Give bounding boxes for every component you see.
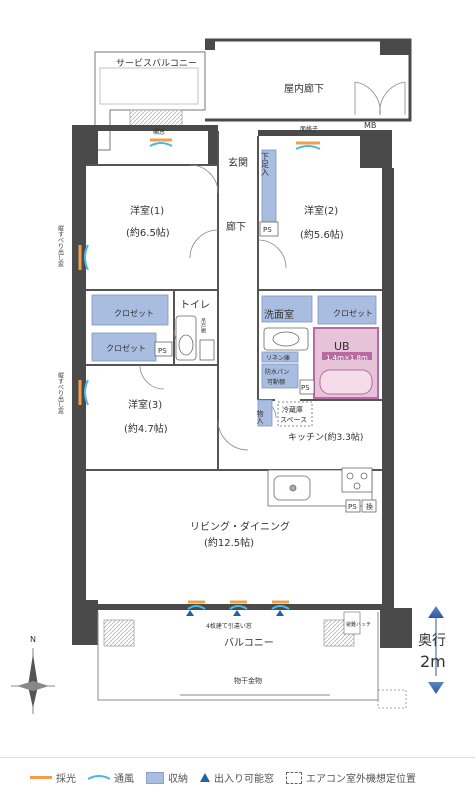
washer-pan-label-2: 可動棚 bbox=[267, 378, 285, 386]
ps-label-2: PS bbox=[158, 347, 167, 355]
laundry-hanger-label: 物干金物 bbox=[234, 676, 262, 685]
western2-name: 洋室(2) bbox=[304, 204, 338, 217]
legend-ventilation-label: 通風 bbox=[114, 774, 134, 785]
ub-size-label: 1.4m×1.8m bbox=[326, 354, 368, 362]
genkan-label: 玄関 bbox=[228, 156, 248, 169]
fridge-space bbox=[277, 401, 313, 427]
legend-access: 出入り可能窓 bbox=[200, 770, 274, 785]
western1-name: 洋室(1) bbox=[130, 204, 164, 217]
compass-north-label: N bbox=[30, 635, 36, 644]
closet-label-3: クロゼット bbox=[106, 343, 146, 353]
depth-label: 奥行 bbox=[418, 632, 446, 649]
storage-areas bbox=[91, 149, 377, 427]
vertical-window-label-top: 縦すべり出し窓 bbox=[57, 224, 64, 267]
storage-closet bbox=[257, 399, 273, 427]
legend: 採光 通風 収納 出入り可能窓 エアコン室外機想定位置 bbox=[0, 757, 475, 797]
ventilation-swatch-icon bbox=[88, 774, 110, 780]
storage-swatch-icon bbox=[146, 771, 164, 784]
legend-lighting-label: 採光 bbox=[56, 774, 76, 785]
access-triangle-icon bbox=[200, 773, 210, 782]
toilet-bowl bbox=[178, 334, 194, 356]
ps-label-1: PS bbox=[263, 226, 272, 234]
compass-icon bbox=[11, 648, 55, 714]
fridge-label-2: スペース bbox=[280, 416, 307, 424]
western1-size: (約6.5帖) bbox=[126, 226, 170, 239]
western3-size: (約4.7帖) bbox=[124, 422, 168, 435]
ps-box-1 bbox=[259, 221, 279, 237]
exterior-walls bbox=[72, 125, 412, 648]
closet-label-1: クロゼット bbox=[114, 308, 154, 318]
ps-box-2 bbox=[154, 341, 173, 357]
legend-lighting: 採光 bbox=[30, 770, 76, 785]
small-boxes bbox=[154, 221, 377, 513]
western3-name: 洋室(3) bbox=[128, 398, 162, 411]
wash-storage bbox=[261, 295, 313, 323]
vent-label: 換 bbox=[366, 502, 373, 511]
balcony-label: バルコニー bbox=[224, 637, 274, 649]
emergency-hatch-label: 避難ハッチ bbox=[346, 621, 371, 628]
washroom-label: 洗面室 bbox=[264, 308, 294, 321]
depth-value: 2m bbox=[420, 652, 446, 671]
toilet-shelf-label: 吊戸棚 bbox=[200, 318, 206, 334]
legend-ac: エアコン室外機想定位置 bbox=[286, 770, 416, 785]
linen-label: リネン庫 bbox=[266, 354, 290, 362]
closet-label-2: クロゼット bbox=[333, 308, 373, 318]
door-swings bbox=[139, 164, 287, 451]
closet-2 bbox=[317, 295, 377, 325]
service-balcony-ac-spot bbox=[129, 109, 183, 127]
linen-storage bbox=[261, 351, 299, 363]
face-grid-label: 面格子 bbox=[300, 125, 318, 133]
legend-access-label: 出入り可能窓 bbox=[214, 774, 274, 785]
service-balcony-label: サービスバルコニー bbox=[116, 58, 197, 69]
fridge-label-1: 冷蔵庫 bbox=[282, 405, 303, 414]
shoe-storage-label: 下足入 bbox=[261, 152, 270, 176]
legend-ac-label: エアコン室外機想定位置 bbox=[306, 774, 416, 785]
indoor-corridor-label: 屋内廊下 bbox=[284, 82, 324, 95]
closet-3 bbox=[91, 332, 157, 362]
ps-label-3: PS bbox=[301, 384, 310, 392]
unit-bath bbox=[313, 327, 379, 399]
closet-1 bbox=[91, 294, 169, 326]
indoor-corridor-area bbox=[205, 38, 412, 122]
ub-label: UB bbox=[334, 340, 350, 353]
depth-dimension bbox=[428, 606, 444, 694]
ps-box-3 bbox=[299, 379, 315, 395]
vertical-window-label-bottom: 縦すべり出し窓 bbox=[57, 371, 64, 414]
toilet-sink bbox=[199, 339, 215, 361]
toilet-label: トイレ bbox=[180, 300, 210, 311]
washer-pan bbox=[261, 363, 299, 389]
legend-ventilation: 通風 bbox=[88, 770, 134, 785]
hallway-label: 廊下 bbox=[226, 220, 246, 233]
ps-label-4: PS bbox=[348, 503, 357, 511]
washer-pan-label: 防水パン bbox=[265, 368, 289, 376]
legend-storage: 収納 bbox=[146, 770, 188, 785]
ac-unit-swatch-icon bbox=[286, 771, 302, 784]
ps-box-4 bbox=[345, 499, 361, 513]
labels: サービスバルコニー 屋内廊下 MB 欄窓 面格子 玄関 下足入 廊下 PS 洋室… bbox=[30, 58, 446, 685]
lighting-swatch-icon bbox=[30, 776, 52, 779]
storage-label: 物入 bbox=[256, 409, 264, 424]
transom-label: 欄窓 bbox=[153, 128, 165, 136]
kitchen-label: キッチン(約3.3帖) bbox=[288, 431, 363, 443]
ldk-size: (約12.5帖) bbox=[204, 536, 254, 549]
sliding-door-label: 4枚建て引違い窓 bbox=[206, 622, 252, 630]
ldk-name: リビング・ダイニング bbox=[190, 520, 290, 533]
balcony bbox=[97, 611, 407, 709]
light-wind-markers bbox=[78, 138, 321, 616]
mb-label: MB bbox=[364, 121, 376, 130]
western2-size: (約5.6帖) bbox=[300, 228, 344, 241]
legend-storage-label: 収納 bbox=[168, 774, 188, 785]
vent-box bbox=[361, 499, 377, 513]
